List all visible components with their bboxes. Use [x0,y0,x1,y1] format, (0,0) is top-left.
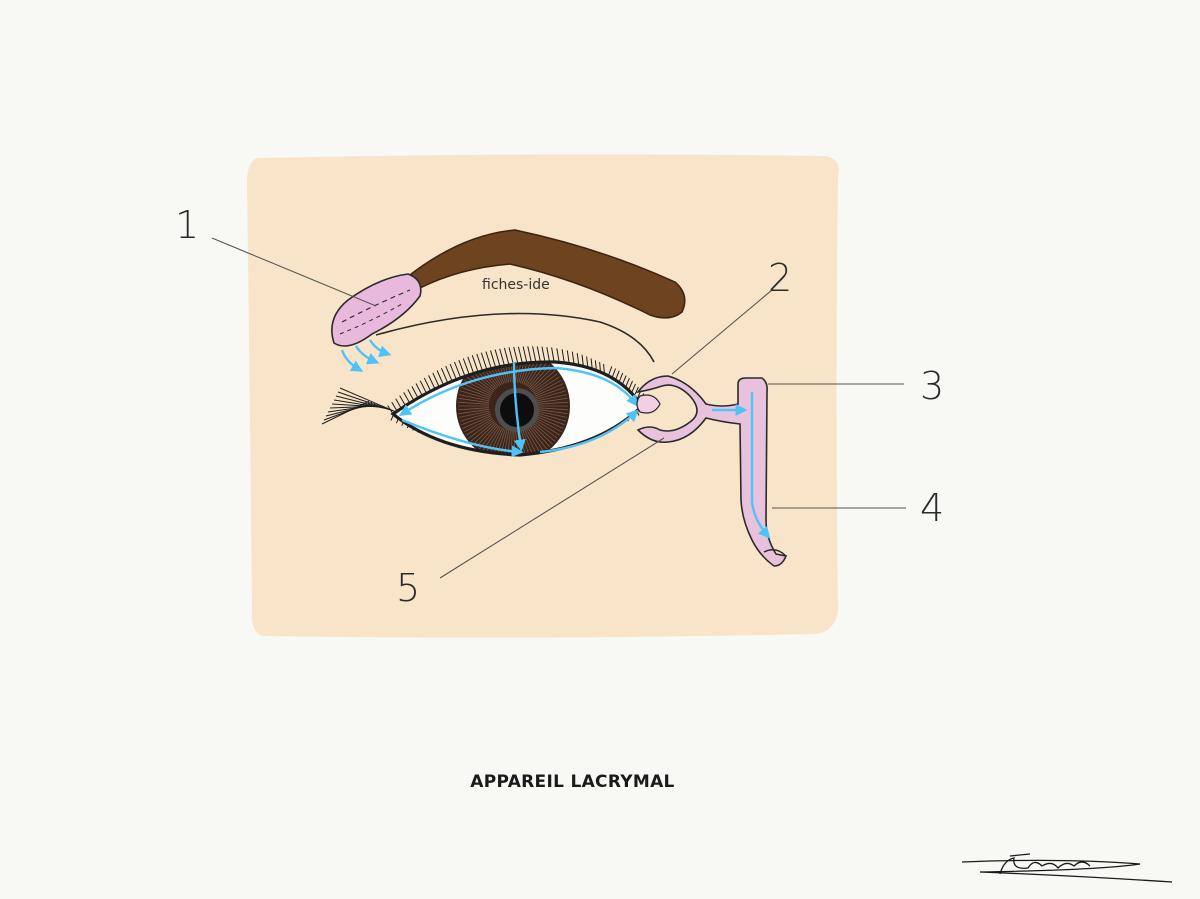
callout-1: 1 [175,203,200,247]
artist-signature [961,853,1173,883]
duct-tear-arrows [712,392,771,539]
leader-line-2 [671,289,773,375]
leader-line-1 [211,237,377,307]
leader-lines [211,237,906,579]
lacrimal-caruncle [636,394,661,414]
eye-tear-arrows [398,361,639,458]
eyelid-crease [375,312,655,363]
leader-line-5 [439,437,665,579]
eyebrow [405,229,686,319]
callout-2: 2 [768,256,793,300]
callout-4: 4 [920,486,945,530]
gland-tear-arrows [340,339,392,372]
lacrimal-gland [331,273,422,347]
watermark-text: fiches-ide [482,277,550,293]
diagram-caption: APPAREIL LACRYMAL [470,772,675,792]
callout-5: 5 [396,566,421,610]
callout-3: 3 [920,364,945,408]
